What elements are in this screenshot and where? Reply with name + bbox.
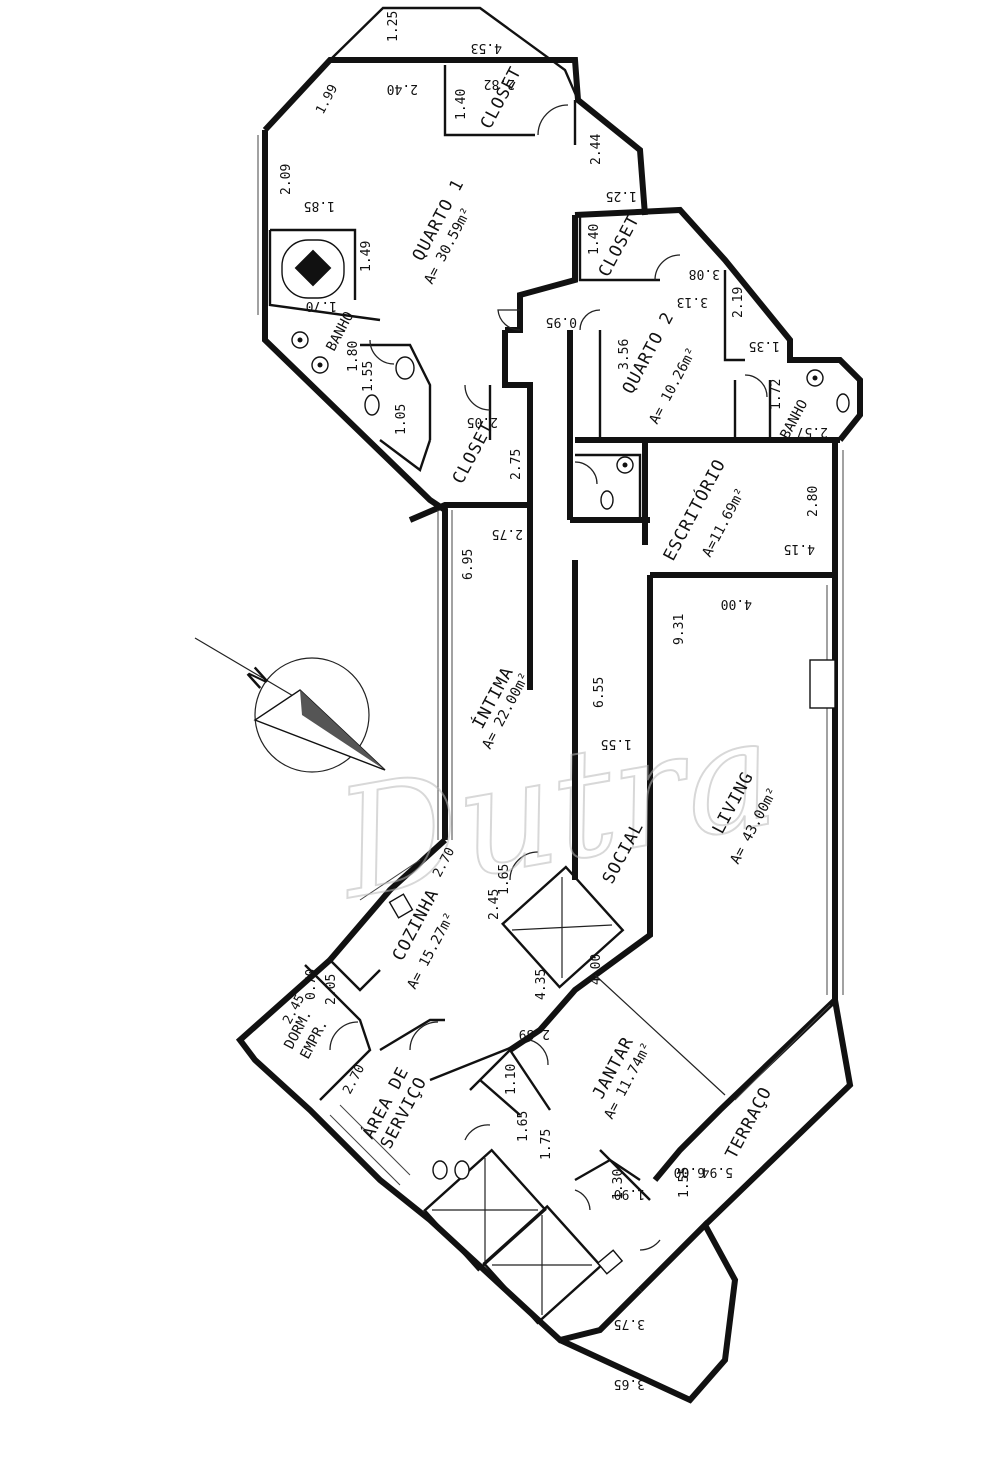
dimension: 5.94 <box>702 1164 733 1179</box>
dimension: 1.85 <box>304 198 335 213</box>
dimension: 2.05 <box>467 414 498 429</box>
dimension: 3.13 <box>677 294 708 309</box>
dimension: 3.65 <box>614 1376 645 1391</box>
dimension: 4.00 <box>589 954 604 985</box>
dimension: 1.35 <box>749 338 780 353</box>
dimension: 6.00 <box>674 1164 705 1179</box>
dimension: 1.05 <box>394 404 409 435</box>
dimension: 1.99 <box>313 82 341 117</box>
dimension: 1.70 <box>306 298 337 313</box>
exterior-walls <box>235 6 863 1404</box>
dimension: 2.19 <box>731 287 746 318</box>
dimension: 1.80 <box>346 341 361 372</box>
dimension: 9.31 <box>672 614 687 645</box>
dimension: 1.55 <box>677 1167 692 1198</box>
dimension: 2.05 <box>324 974 339 1005</box>
dimension: 1.65 <box>516 1111 531 1142</box>
north-label: N <box>243 662 275 695</box>
dimension: 1.75 <box>539 1129 554 1160</box>
interior-partitions <box>268 65 772 1201</box>
dimension: 1.55 <box>361 361 376 392</box>
dimension: 6.55 <box>592 677 607 708</box>
dimension: 1.49 <box>359 241 374 272</box>
room-name-closet1: CLOSET <box>477 63 526 132</box>
dimension: 1.25 <box>386 11 401 42</box>
dimension: 1.25 <box>606 188 637 203</box>
dimension: 2.57 <box>797 424 828 439</box>
dimension: 2.09 <box>279 164 294 195</box>
dimension: 2.82 <box>484 76 515 91</box>
room-name-terraco: TERRAÇO <box>722 1084 777 1163</box>
dimension: 1.10 <box>504 1064 519 1095</box>
dimension: 2.80 <box>806 486 821 517</box>
dimension: 2.70 <box>340 1062 368 1097</box>
dimension: 1.72 <box>769 379 784 410</box>
dimension: 2.40 <box>387 81 418 96</box>
dimension: 4.35 <box>534 969 549 1000</box>
dimension: 3.08 <box>689 266 720 281</box>
dimension: 6.95 <box>461 549 476 580</box>
dimension: 1.30 <box>611 1169 626 1200</box>
dimension: 2.89 <box>519 1026 550 1041</box>
dimension: 4.00 <box>721 596 752 611</box>
dimension: 0.70 <box>304 969 319 1000</box>
dimension: 1.55 <box>601 736 632 751</box>
dimension: 0.95 <box>546 314 577 329</box>
dimension: 2.45 <box>487 889 502 920</box>
dimension: 4.15 <box>784 541 815 556</box>
dimension: 2.44 <box>589 134 604 165</box>
room-name-closet3: CLOSET <box>595 211 644 280</box>
dimension: 1.40 <box>454 89 469 120</box>
dimension: 2.75 <box>509 449 524 480</box>
dimension: 1.90 <box>614 1186 645 1201</box>
dimension: 3.75 <box>614 1316 645 1331</box>
dimension: 1.65 <box>497 864 512 895</box>
doors <box>329 104 768 1251</box>
dimension-labels: 1.25 4.53 2.40 1.99 2.82 1.40 2.44 1.25 … <box>279 11 828 1391</box>
bathroom-fixtures <box>281 239 850 1275</box>
elevator-shafts <box>432 877 613 1315</box>
dimension: 2.75 <box>492 526 523 541</box>
dimension: 4.53 <box>471 40 502 55</box>
dimension: 1.40 <box>587 224 602 255</box>
windows <box>257 135 844 1186</box>
north-compass: N <box>194 637 386 773</box>
dimension: 3.56 <box>617 339 632 370</box>
